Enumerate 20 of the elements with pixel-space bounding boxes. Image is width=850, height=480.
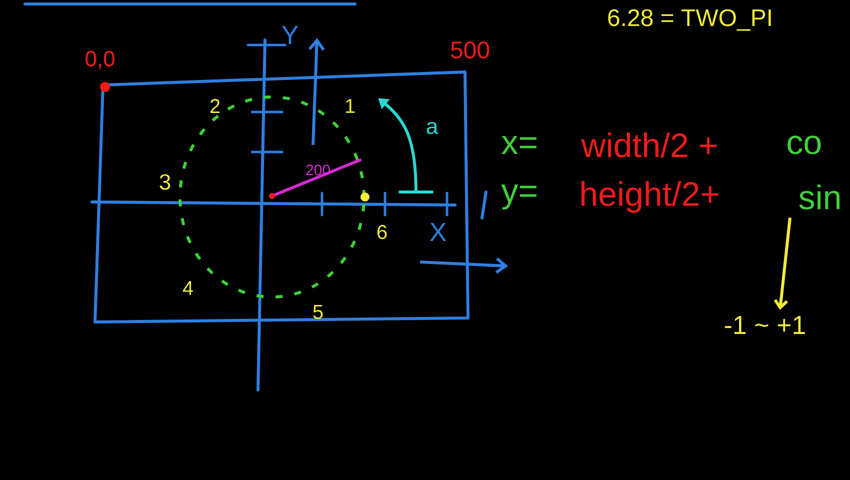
formula-text: x= [502,136,536,154]
angle-label: a [426,122,438,134]
axis-label: X [430,223,446,241]
formula-text: 6.28 = TWO_PI [608,9,771,31]
point-number: 1 [346,99,355,113]
point-number: 5 [313,305,323,319]
coordinate-label: 500 [450,42,490,58]
formula-text: width/2 + [581,132,717,158]
formula-text: sin [799,184,840,210]
coordinate-label: 0,0 [86,50,114,70]
formula-text: height/2+ [582,181,718,213]
point-number: 6 [377,224,387,240]
formula-text: co [788,136,821,154]
point-number: 2 [210,99,220,113]
point-number: 3 [160,174,170,190]
formula-text: -1 ~ +1 [724,316,805,334]
point-number: 4 [182,281,193,295]
arrow [774,218,792,310]
formula-text: y= [501,184,536,210]
axis-label: Y [282,26,298,44]
